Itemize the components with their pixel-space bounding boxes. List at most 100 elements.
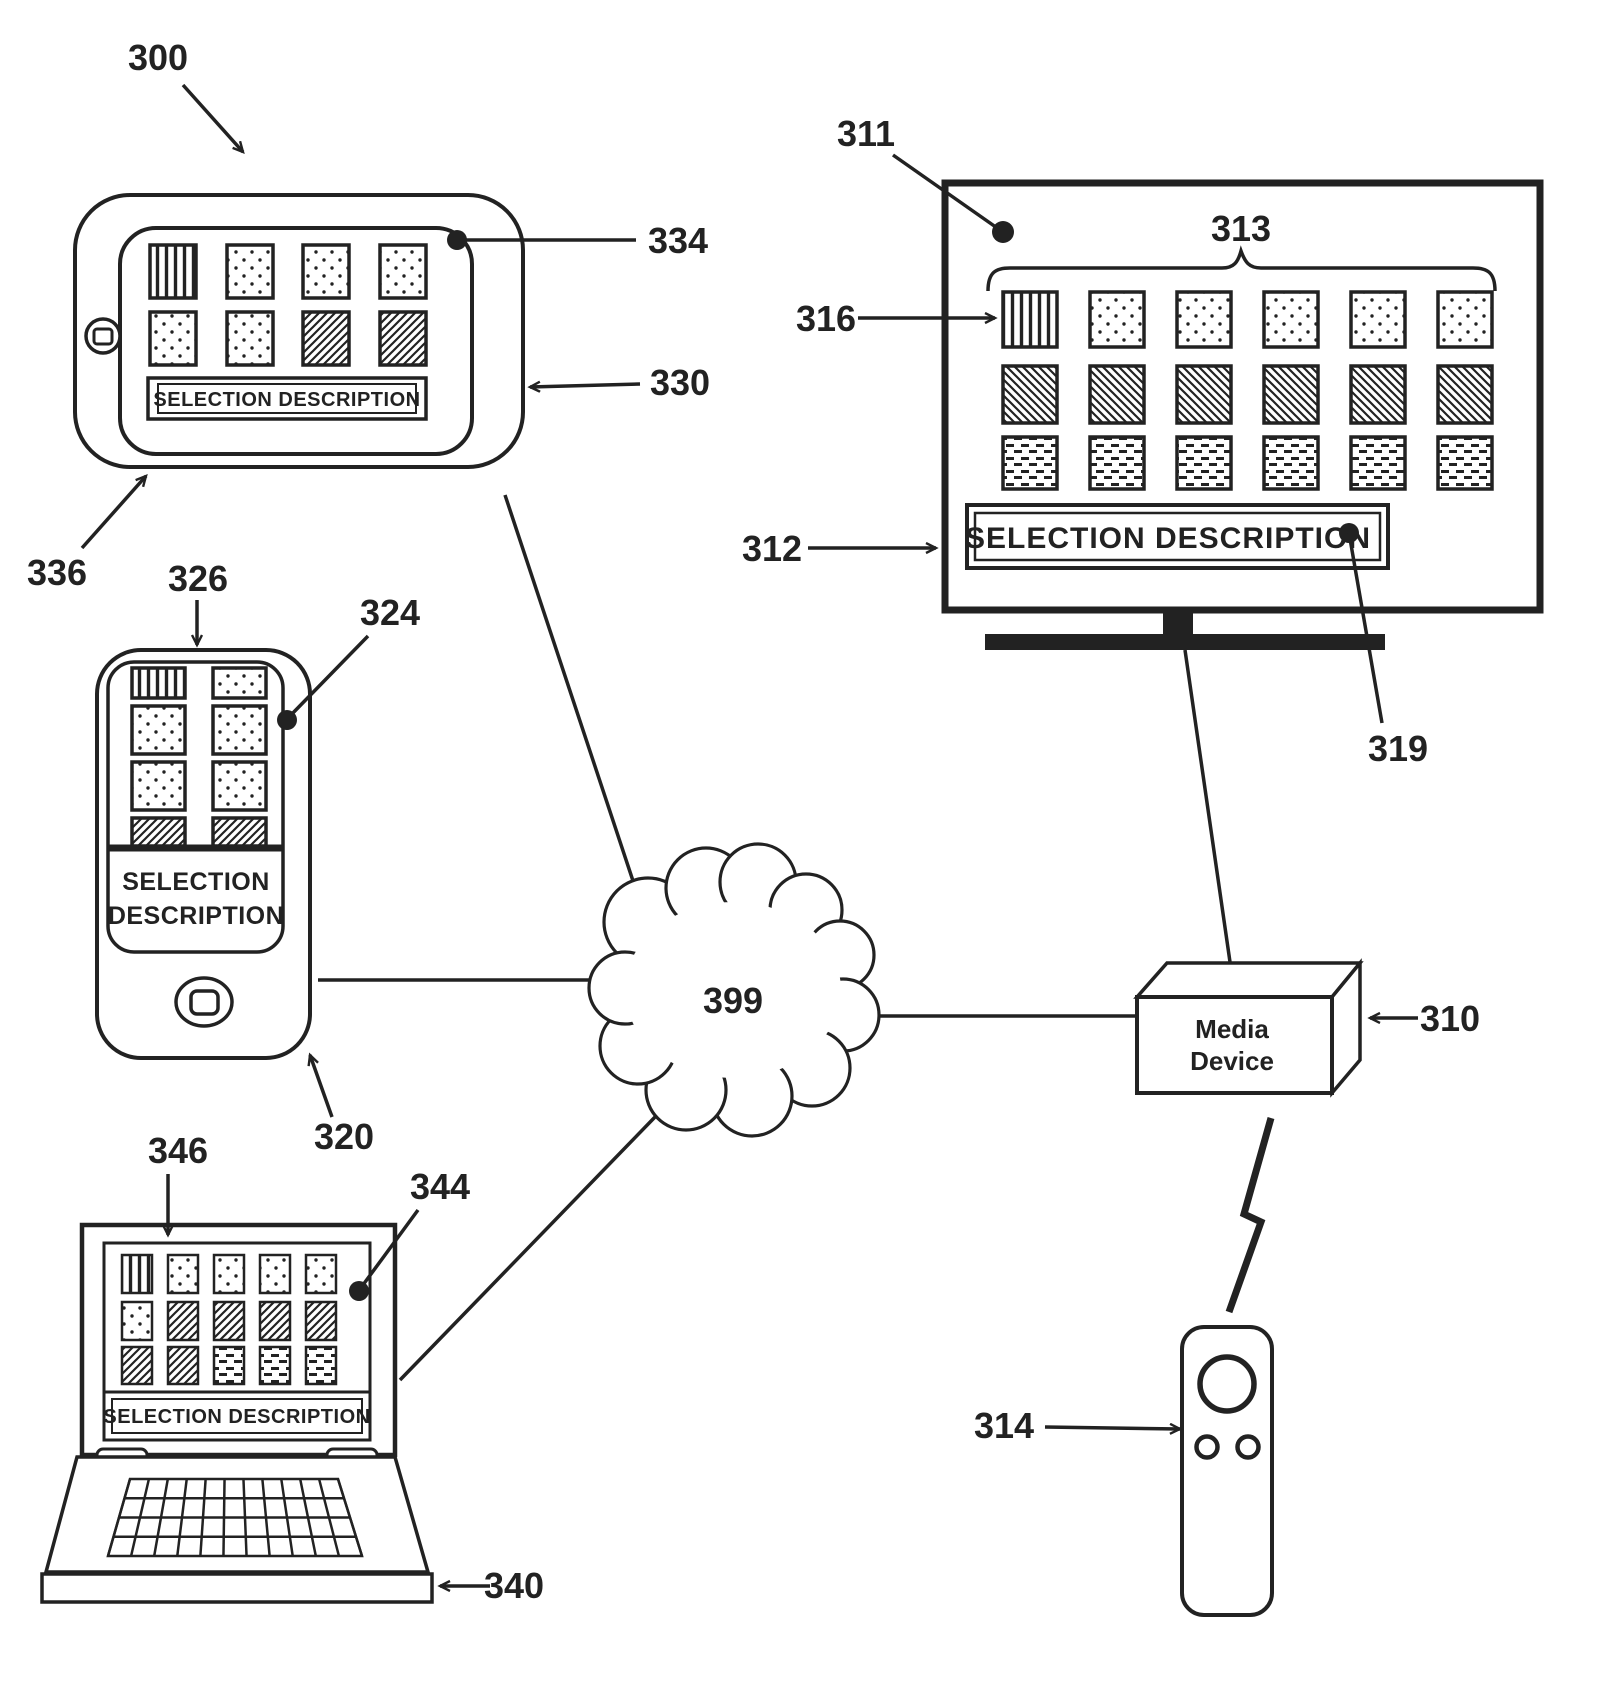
laptop-key-line xyxy=(336,1478,364,1557)
laptop-tile-diag xyxy=(166,1345,200,1386)
laptop-tile-diag xyxy=(304,1300,338,1342)
tv-device: SELECTION DESCRIPTION xyxy=(941,179,1544,650)
laptop-key-line xyxy=(261,1478,271,1557)
phone-content-grid xyxy=(130,666,268,848)
tv-tile-dots xyxy=(1175,290,1233,349)
reference-labels: 300 334 330 336 326 324 320 346 344 340 … xyxy=(27,37,1480,1606)
label-399: 399 xyxy=(703,980,763,1021)
tv-tile-dots xyxy=(1349,290,1407,349)
laptop-selection-description: SELECTION DESCRIPTION xyxy=(103,1406,370,1428)
tv-tile-dash xyxy=(1349,435,1407,491)
tablet-description-bar-inner xyxy=(157,383,417,414)
tv-tile-dots xyxy=(1436,290,1494,349)
remote-control xyxy=(1180,1117,1275,1617)
phone-tile-diag xyxy=(211,816,268,848)
label-311-dot xyxy=(992,221,1014,243)
link-laptop-cloud xyxy=(398,1115,657,1382)
media-device-label-line1: Media xyxy=(1195,1014,1269,1044)
network-links xyxy=(318,494,1232,1382)
tv-stand-base xyxy=(985,634,1385,650)
laptop-key-line xyxy=(176,1478,188,1557)
label-326: 326 xyxy=(168,558,228,599)
tablet-device: SELECTION DESCRIPTION xyxy=(73,193,525,469)
laptop-key-line xyxy=(129,1478,151,1557)
tablet-selection-description: SELECTION DESCRIPTION xyxy=(153,389,420,411)
label-313: 313 xyxy=(1211,208,1271,249)
tv-tile-diag2 xyxy=(1262,364,1320,425)
laptop-keyboard-icon xyxy=(106,1477,364,1558)
tablet-tile-diag xyxy=(301,310,351,367)
laptop-tile-dash xyxy=(258,1345,292,1386)
tablet-tile-dots xyxy=(225,243,275,300)
phone-device: SELECTION DESCRIPTION xyxy=(95,648,312,1060)
label-346: 346 xyxy=(148,1130,208,1171)
phone-tile-dots xyxy=(211,760,268,812)
tablet-tile-diag xyxy=(378,310,428,367)
tv-description-bar-inner xyxy=(973,511,1382,562)
laptop-tile-dash xyxy=(304,1345,338,1386)
remote-button-left-icon xyxy=(1194,1434,1220,1460)
label-324: 324 xyxy=(360,592,420,633)
label-344: 344 xyxy=(410,1166,470,1207)
wireless-bolt-icon xyxy=(1225,1117,1275,1314)
tv-tile-dash xyxy=(1001,435,1059,491)
tv-tile-diag2 xyxy=(1349,364,1407,425)
laptop-device: SELECTION DESCRIPTION xyxy=(40,1222,434,1604)
tv-tile-dash xyxy=(1436,435,1494,491)
laptop-key-line xyxy=(298,1478,318,1557)
remote-ring-button-icon xyxy=(1197,1354,1257,1414)
laptop-tile-diag xyxy=(258,1300,292,1342)
laptop-tile-dots xyxy=(212,1253,246,1295)
tv-tile-diag2 xyxy=(1088,364,1146,425)
laptop-key-line xyxy=(199,1478,207,1557)
laptop-key-line xyxy=(222,1478,226,1557)
link-tv-media-device xyxy=(1183,649,1232,963)
tv-tile-dots xyxy=(1088,290,1146,349)
tv-stand-neck xyxy=(1163,610,1193,636)
label-330: 330 xyxy=(650,362,710,403)
phone-selection-description-line1: SELECTION xyxy=(122,868,270,896)
laptop-base xyxy=(40,1572,434,1604)
tv-tile-diag2 xyxy=(1001,364,1059,425)
tablet-tile-vstripe xyxy=(148,243,198,300)
label-311: 311 xyxy=(837,113,895,154)
tv-tile-dash xyxy=(1088,435,1146,491)
phone-tile-dots xyxy=(130,760,187,812)
phone-selection-description-line2: DESCRIPTION xyxy=(108,902,284,930)
tv-tile-dash xyxy=(1175,435,1233,491)
media-device-label-line2: Device xyxy=(1190,1046,1274,1076)
laptop-tile-dots xyxy=(258,1253,292,1295)
tablet-home-button-glyph xyxy=(92,327,114,346)
laptop-tile-dots xyxy=(304,1253,338,1295)
tv-tile-dash xyxy=(1262,435,1320,491)
laptop-content-grid xyxy=(120,1253,338,1386)
phone-tile-dots xyxy=(211,704,268,756)
laptop-tile-diag xyxy=(166,1300,200,1342)
tv-selection-description: SELECTION DESCRIPTION xyxy=(965,522,1371,555)
label-336: 336 xyxy=(27,552,87,593)
media-device: Media Device xyxy=(1133,958,1364,1098)
label-310: 310 xyxy=(1420,998,1480,1039)
tv-tile-vstripe xyxy=(1001,290,1059,349)
link-tablet-cloud xyxy=(503,494,644,909)
laptop-key-line xyxy=(280,1478,294,1557)
laptop-key-line xyxy=(152,1478,170,1557)
label-344-dot xyxy=(349,1281,369,1301)
label-300: 300 xyxy=(128,37,188,78)
laptop-tile-dash xyxy=(212,1345,246,1386)
laptop-tile-diag xyxy=(120,1345,154,1386)
tablet-tile-dots xyxy=(301,243,351,300)
phone-tile-diag xyxy=(130,816,187,848)
network-cloud: 399 xyxy=(587,842,881,1138)
tv-tile-dots xyxy=(1262,290,1320,349)
laptop-tile-vstripe xyxy=(120,1253,154,1295)
laptop-tile-diag xyxy=(212,1300,246,1342)
cloud-body xyxy=(625,902,841,1078)
phone-tile-vstripe xyxy=(130,666,187,700)
label-314: 314 xyxy=(974,1405,1034,1446)
phone-tile-dots xyxy=(211,666,268,700)
laptop-key-line xyxy=(242,1478,248,1557)
laptop-key-line xyxy=(106,1478,132,1557)
